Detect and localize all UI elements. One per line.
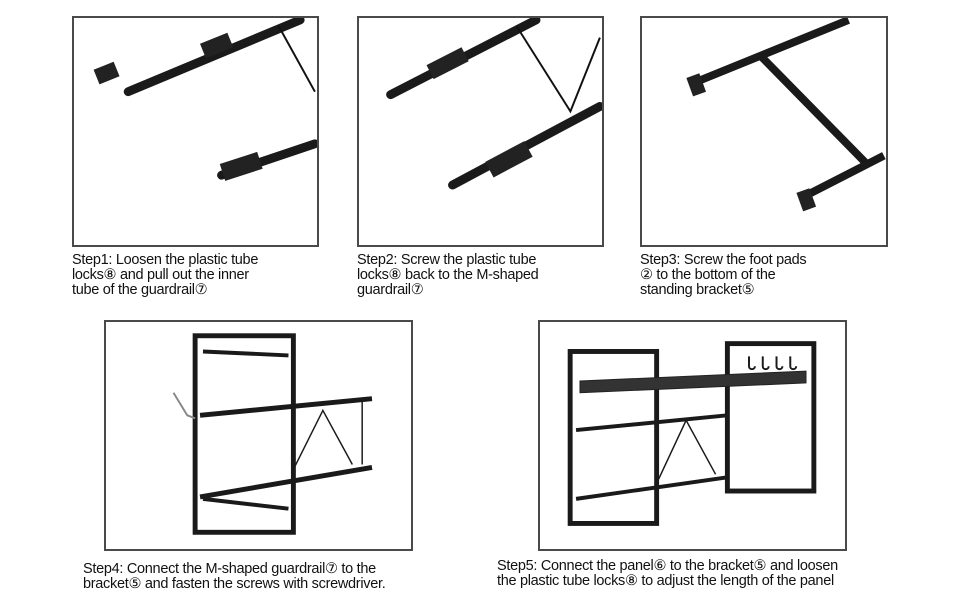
step2-illustration bbox=[357, 16, 604, 247]
step2-caption: Step2: Screw the plastic tube locks⑧ bac… bbox=[357, 252, 539, 298]
step1-illustration bbox=[72, 16, 319, 247]
step5-caption: Step5: Connect the panel⑥ to the bracket… bbox=[497, 558, 838, 589]
step4-illustration bbox=[104, 320, 413, 551]
step1-caption: Step1: Loosen the plastic tube locks⑧ an… bbox=[72, 252, 259, 298]
step3-illustration bbox=[640, 16, 888, 247]
step4-caption: Step4: Connect the M-shaped guardrail⑦ t… bbox=[83, 561, 386, 592]
step5-illustration bbox=[538, 320, 847, 551]
step3-caption: Step3: Screw the foot pads ② to the bott… bbox=[640, 252, 807, 298]
